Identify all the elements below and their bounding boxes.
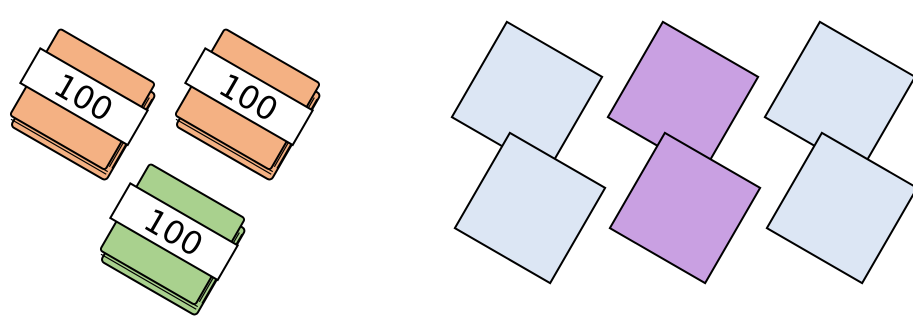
card-5 (610, 133, 760, 283)
money-stack-1: 100 (0, 25, 161, 181)
money-stack-3: 100 (89, 160, 251, 316)
card-4 (455, 133, 605, 283)
card-4-face (455, 133, 605, 283)
money-stack-2: 100 (164, 25, 326, 181)
card-6 (767, 133, 913, 283)
card-6-face (767, 133, 913, 283)
card-5-face (610, 133, 760, 283)
